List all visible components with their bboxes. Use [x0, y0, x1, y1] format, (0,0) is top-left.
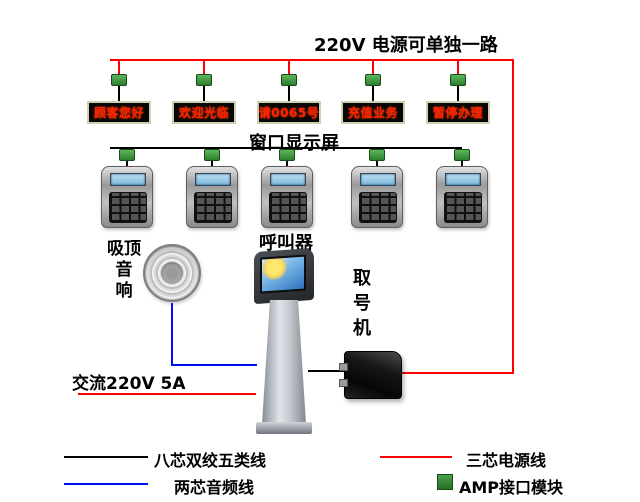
legend-label-amp-module: AMP接口模块 [459, 478, 564, 497]
ceiling-speaker-label: 吸顶 音 响 [107, 239, 141, 301]
legend-label-data-line: 八芯双绞五类线 [154, 451, 267, 470]
legend-square-green-swatch [437, 474, 453, 490]
caller-keypad [359, 192, 397, 223]
module-stem-line [126, 161, 128, 167]
led-display-5: 暂停办理 [426, 101, 490, 124]
amp-interface-module [365, 74, 381, 86]
caller-device-3 [261, 166, 313, 228]
amp-interface-module [279, 149, 295, 161]
caller-keypad [269, 192, 307, 223]
kiosk-power-label: 交流220V 5A [72, 374, 186, 394]
legend-line-blue-swatch [64, 483, 148, 485]
amp-interface-module [196, 74, 212, 86]
power-bus-line [110, 59, 514, 61]
caller-lcd-screen [445, 173, 481, 186]
kiosk-label: 取 号 机 [353, 268, 371, 339]
audio-line-horizontal [171, 364, 257, 366]
amp-interface-module [204, 149, 220, 161]
led-display-1: 顾客您好 [87, 101, 151, 124]
caller-keypad [109, 192, 147, 223]
caller-device-1 [101, 166, 153, 228]
amp-interface-module [454, 149, 470, 161]
power-drop-line [118, 60, 120, 75]
module-stem-line [372, 86, 374, 101]
legend-label-audio-line: 两芯音频线 [174, 478, 255, 497]
amp-interface-module [281, 74, 297, 86]
caller-keypad [194, 192, 232, 223]
amp-interface-module [450, 74, 466, 86]
amp-power-line [402, 372, 514, 374]
caller-lcd-screen [110, 173, 146, 186]
module-stem-line [376, 161, 378, 167]
kiosk-body [262, 300, 306, 424]
module-stem-line [288, 86, 290, 101]
power-drop-line [288, 60, 290, 75]
module-stem-line [457, 86, 459, 101]
amp-interface-module [119, 149, 135, 161]
caller-device-4 [351, 166, 403, 228]
amp-interface-module [369, 149, 385, 161]
caller-device-2 [186, 166, 238, 228]
legend-label-power-line: 三芯电源线 [466, 451, 547, 470]
power-drop-line [372, 60, 374, 75]
led-display-4: 充值业务 [341, 101, 405, 124]
power-drop-line [457, 60, 459, 75]
audio-line-vertical [171, 303, 173, 365]
power-note-label: 220V 电源可单独一路 [314, 35, 498, 56]
module-stem-line [118, 86, 120, 101]
power-drop-line [203, 60, 205, 75]
led-display-2: 欢迎光临 [172, 101, 236, 124]
module-stem-line [211, 161, 213, 167]
module-stem-line [286, 161, 288, 167]
module-stem-line [203, 86, 205, 101]
kiosk-power-line [78, 393, 256, 395]
legend-line-red-swatch [380, 456, 452, 458]
kiosk-screen-housing [254, 247, 314, 305]
led-display-3: 请0065号 [257, 101, 321, 124]
kiosk-amp-data-line [308, 370, 348, 372]
power-trunk-line [512, 59, 514, 374]
caller-lcd-screen [270, 173, 306, 186]
caller-device-5 [436, 166, 488, 228]
caller-lcd-screen [195, 173, 231, 186]
amp-module-box [339, 351, 402, 399]
caller-keypad [444, 192, 482, 223]
ticket-kiosk [246, 247, 322, 436]
ceiling-speaker [143, 244, 201, 302]
kiosk-screen [260, 254, 306, 294]
caller-lcd-screen [360, 173, 396, 186]
legend-line-black-swatch [64, 456, 148, 458]
module-stem-line [461, 161, 463, 167]
data-bus-line [110, 147, 462, 149]
kiosk-base [256, 422, 312, 434]
amp-interface-module [111, 74, 127, 86]
